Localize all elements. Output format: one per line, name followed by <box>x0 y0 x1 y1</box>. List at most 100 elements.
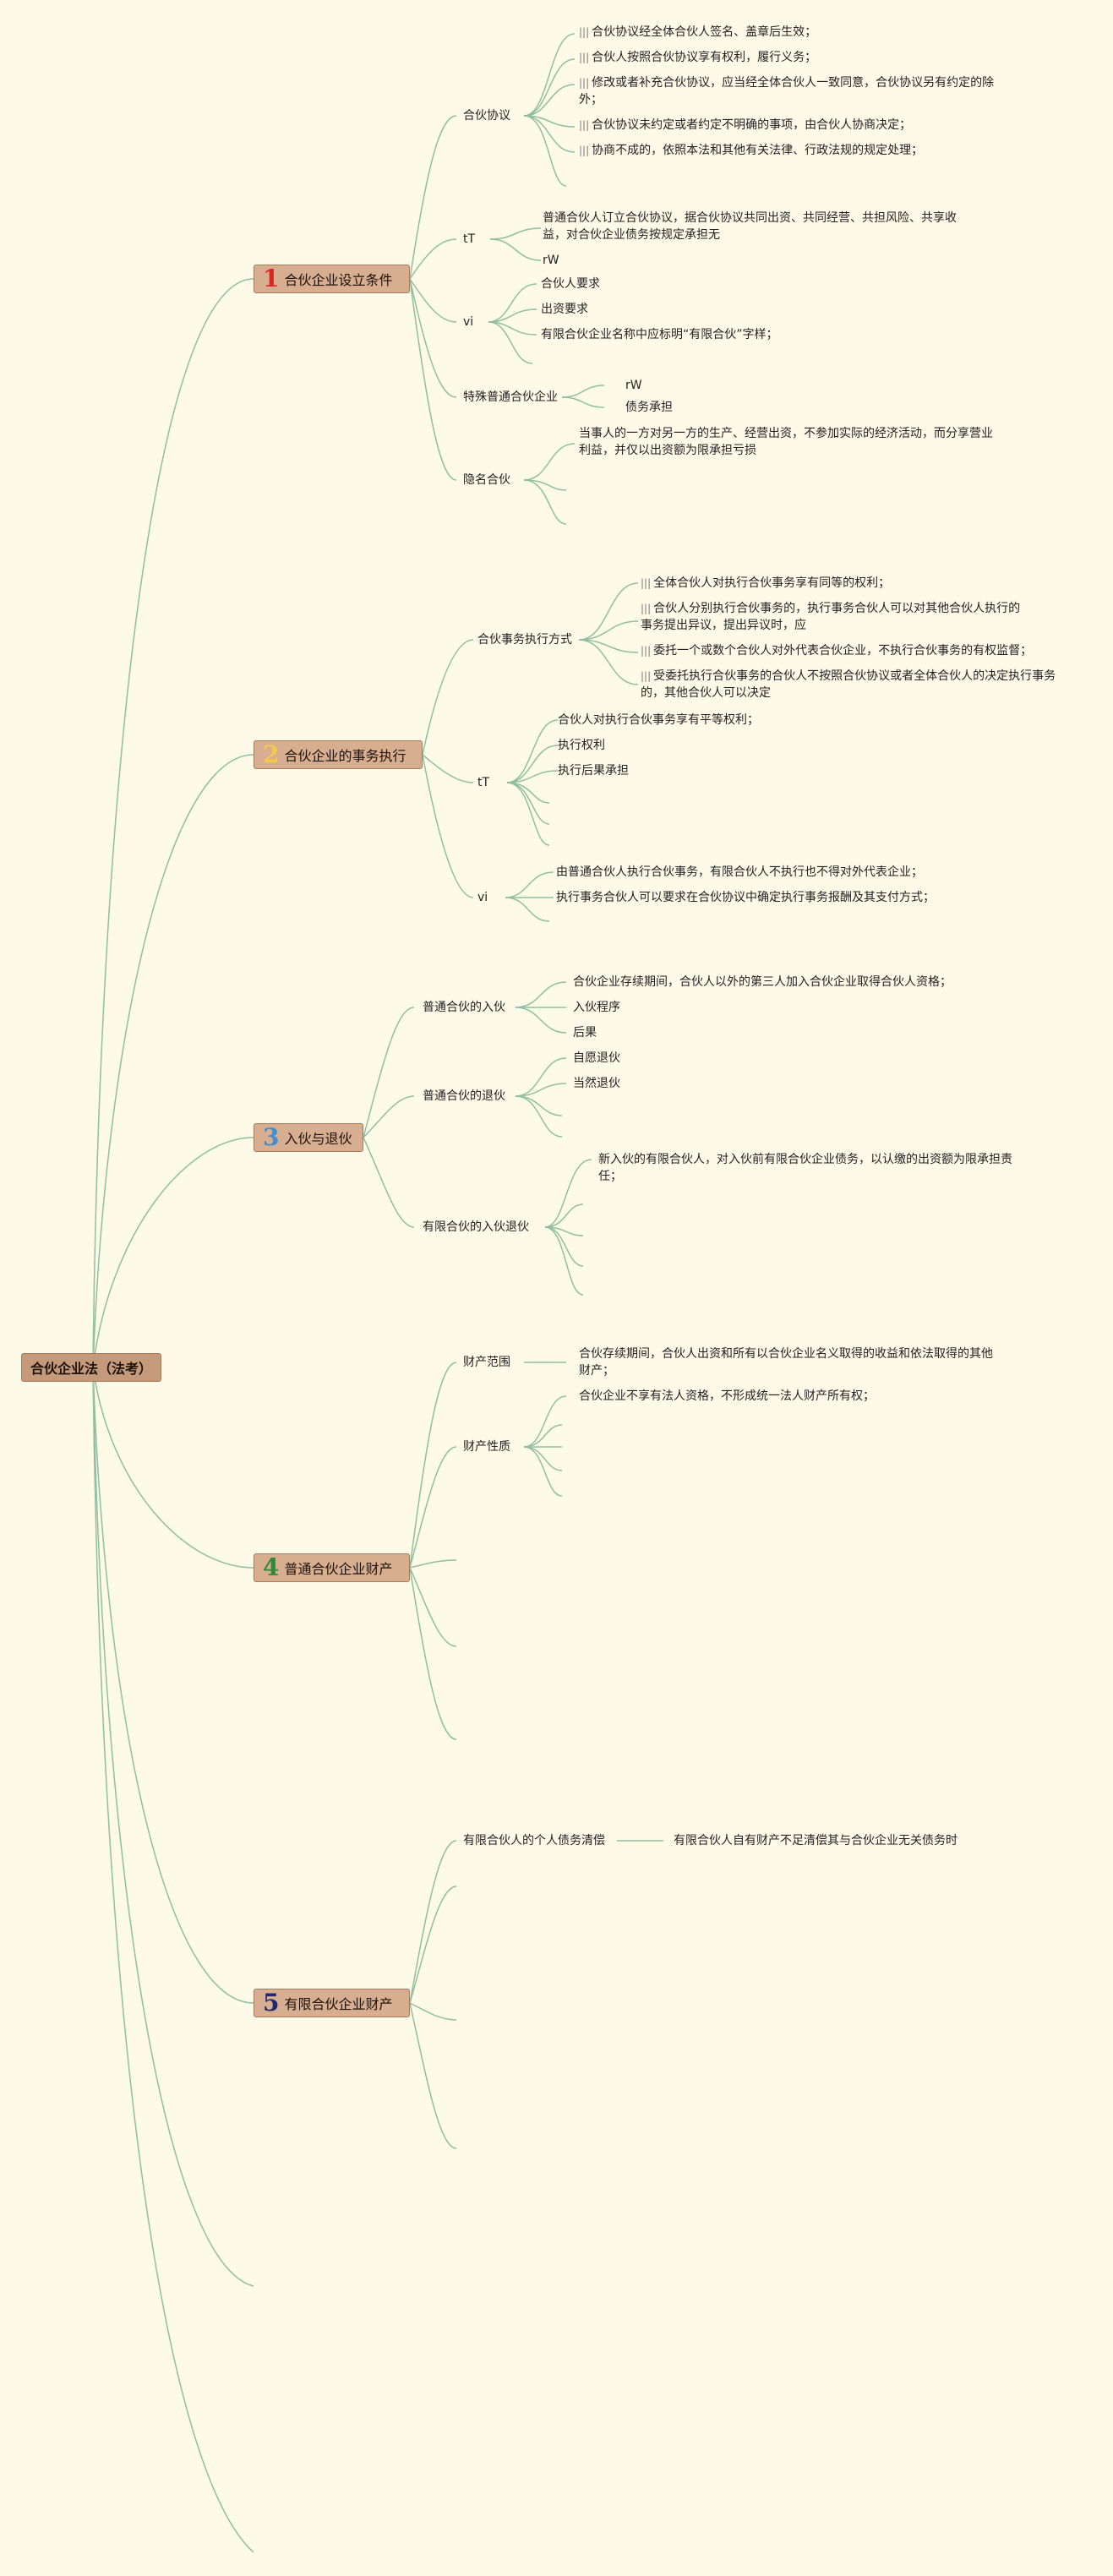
b1-c1-item-3[interactable]: |||修改或者补充合伙协议，应当经全体合伙人一致同意，合伙协议另有约定的除外； <box>579 76 995 106</box>
branch-5-node[interactable]: 5 有限合伙企业财产 <box>254 1989 410 2017</box>
link-root-stub-1 <box>92 1367 254 2287</box>
b3-c1-item-2[interactable]: 入伙程序 <box>573 1001 620 1014</box>
link-b1-c1-i2 <box>523 58 576 117</box>
link-b2-c2-i1 <box>506 719 559 783</box>
b2-c2-item-3[interactable]: 执行后果承担 <box>558 764 629 778</box>
branch-1-number: 1 <box>263 265 280 292</box>
b1-c1-item-4[interactable]: |||合伙协议未约定或者约定不明确的事项，由合伙人协商决定； <box>579 118 912 132</box>
b3-child-pthh-th[interactable]: 普通合伙的退伙 <box>423 1089 505 1103</box>
b2-c2-item-1[interactable]: 合伙人对执行合伙事务享有平等权利； <box>558 713 759 727</box>
link-b1-c1-i1 <box>523 33 576 117</box>
link-b3-c3-s3 <box>544 1226 584 1267</box>
link-b4-s1 <box>409 1559 457 1569</box>
b1-child-tt[interactable]: tT <box>463 232 476 246</box>
link-b1-c4-i1 <box>561 385 605 398</box>
b3-c1-item-3[interactable]: 后果 <box>573 1026 597 1040</box>
link-b3-c1-i3 <box>515 1007 567 1034</box>
link-b3-c2-i2 <box>515 1083 567 1097</box>
b1-c5-item-1[interactable]: 当事人的一方对另一方的生产、经营出资，不参加实际的经济活动，而分享营业利益，并仅… <box>579 427 993 457</box>
link-b4-c1 <box>409 1362 457 1569</box>
link-b2-c2-s3 <box>506 782 550 846</box>
link-b5-s3 <box>409 2002 457 2149</box>
branch-4-number: 4 <box>263 1553 280 1581</box>
b2-c3-item-1[interactable]: 由普通合伙人执行合伙事务，有限合伙人不执行也不得对外代表企业； <box>556 865 923 879</box>
branch-2-node[interactable]: 2 合伙企业的事务执行 <box>254 740 423 769</box>
link-b2-c2 <box>422 754 474 783</box>
link-b4-c2-s4 <box>523 1446 563 1497</box>
link-b1-c4-i2 <box>561 396 605 408</box>
branch-4-node[interactable]: 4 普通合伙企业财产 <box>254 1553 410 1582</box>
link-b2-c1 <box>422 639 474 756</box>
b2-child-vi[interactable]: vi <box>477 891 488 904</box>
b1-c1-item-5[interactable]: |||协商不成的，依照本法和其他有关法律、行政法规的规定处理； <box>579 144 924 157</box>
b1-child-ymhh[interactable]: 隐名合伙 <box>463 473 510 487</box>
b1-c2-item-2[interactable]: rW <box>543 254 559 267</box>
branch-3-label: 入伙与退伙 <box>284 1131 352 1147</box>
link-b1-c5-s2 <box>523 479 567 525</box>
b1-c3-item-3[interactable]: 有限合伙企业名称中应标明“有限合伙”字样； <box>541 328 778 341</box>
b4-c2-item-1[interactable]: 合伙企业不享有法人资格，不形成统一法人财产所有权； <box>579 1389 875 1403</box>
branch-3-node[interactable]: 3 入伙与退伙 <box>254 1123 363 1152</box>
b2-c1-item-1[interactable]: |||全体合伙人对执行合伙事务享有同等的权利； <box>641 576 891 590</box>
branch-1-node[interactable]: 1 合伙企业设立条件 <box>254 265 410 293</box>
link-b3-c2-i1 <box>515 1057 567 1097</box>
b2-child-tt[interactable]: tT <box>477 776 490 789</box>
link-b2-c3 <box>422 754 474 898</box>
b3-c2-item-1[interactable]: 自愿退伙 <box>573 1051 620 1065</box>
link-b2-c2-i2 <box>506 745 559 783</box>
b3-c1-item-1[interactable]: 合伙企业存续期间，合伙人以外的第三人加入合伙企业取得合伙人资格； <box>573 975 952 989</box>
b4-child-ccfw[interactable]: 财产范围 <box>463 1356 510 1369</box>
link-b3-c3-i1 <box>544 1159 592 1228</box>
link-b3-c1-i1 <box>515 981 567 1008</box>
link-b1-c2-i2 <box>489 238 542 261</box>
b5-child-grzwqc[interactable]: 有限合伙人的个人债务清偿 <box>463 1834 605 1847</box>
link-b1-c5-i1 <box>523 443 576 481</box>
link-b4-c2-s1 <box>523 1424 563 1448</box>
link-b4-s3 <box>409 1567 457 1740</box>
link-b1-c3 <box>409 278 457 323</box>
b1-child-tspt[interactable]: 特殊普通合伙企业 <box>463 390 558 404</box>
link-b2-c1-i3 <box>578 639 639 653</box>
b1-c3-item-1[interactable]: 合伙人要求 <box>541 277 600 291</box>
link-b5-c1 <box>409 1840 457 2004</box>
branch-1-label: 合伙企业设立条件 <box>284 272 393 288</box>
link-b1-c3-i2 <box>488 308 537 323</box>
root-node[interactable]: 合伙企业法（法考） <box>21 1353 162 1382</box>
b5-c1-item-1[interactable]: 有限合伙人自有财产不足清偿其与合伙企业无关债务时 <box>674 1834 958 1847</box>
link-b3-c3 <box>363 1137 415 1228</box>
b1-c4-item-1[interactable]: rW <box>625 379 642 392</box>
b2-c1-item-4[interactable]: |||受委托执行合伙事务的合伙人不按照合伙协议或者全体合伙人的决定执行事务的，其… <box>641 669 1056 700</box>
link-b1-c1-s1 <box>523 115 567 187</box>
branch-5-label: 有限合伙企业财产 <box>284 1996 393 2012</box>
b1-child-vi[interactable]: vi <box>463 315 474 329</box>
link-b1-c1-i5 <box>523 115 576 153</box>
link-b3-c1 <box>363 1007 415 1138</box>
link-b4-c2-i1 <box>523 1395 567 1448</box>
b1-child-hhxy[interactable]: 合伙协议 <box>463 109 510 123</box>
link-b2-c2-s1 <box>506 782 550 804</box>
link-b4-c2 <box>409 1446 457 1569</box>
b3-c3-item-1[interactable]: 新入伙的有限合伙人，对入伙前有限合伙企业债务，以认缴的出资额为限承担责任； <box>598 1153 1012 1183</box>
b1-c2-item-1[interactable]: 普通合伙人订立合伙协议，据合伙协议共同出资、共同经营、共担风险、共享收益，对合伙… <box>543 211 957 242</box>
b2-c1-item-2[interactable]: |||合伙人分别执行合伙事务的，执行事务合伙人可以对其他合伙人执行的事务提出异议… <box>641 602 1021 632</box>
link-b4-s2 <box>409 1567 457 1647</box>
b4-c1-item-1[interactable]: 合伙存续期间，合伙人出资和所有以合伙企业名义取得的收益和依法取得的其他财产； <box>579 1347 993 1378</box>
b2-c1-item-3[interactable]: |||委托一个或数个合伙人对外代表合伙企业，不执行合伙事务的有权监督； <box>641 644 1033 658</box>
b1-c4-item-2[interactable]: 债务承担 <box>625 401 673 414</box>
link-b2-c3-s1 <box>505 897 550 922</box>
link-root-b2 <box>92 754 254 1368</box>
b1-c1-item-1[interactable]: |||合伙协议经全体合伙人签名、盖章后生效； <box>579 25 817 39</box>
b1-c3-item-2[interactable]: 出资要求 <box>541 303 588 316</box>
b1-c1-item-2[interactable]: |||合伙人按照合伙协议享有权利，履行义务； <box>579 51 817 64</box>
link-root-b5 <box>92 1367 254 2004</box>
b3-child-pthh-rh[interactable]: 普通合伙的入伙 <box>423 1001 505 1014</box>
b2-child-zxfs[interactable]: 合伙事务执行方式 <box>477 633 572 647</box>
b3-c2-item-2[interactable]: 当然退伙 <box>573 1077 620 1090</box>
b3-child-yxhh[interactable]: 有限合伙的入伙退伙 <box>423 1220 529 1234</box>
branch-2-number: 2 <box>263 740 280 768</box>
b2-c3-item-2[interactable]: 执行事务合伙人可以要求在合伙协议中确定执行事务报酬及其支付方式； <box>556 891 935 904</box>
b2-c2-item-2[interactable]: 执行权利 <box>558 739 605 752</box>
b4-child-ccxz[interactable]: 财产性质 <box>463 1440 510 1454</box>
link-root-b1 <box>92 278 254 1368</box>
